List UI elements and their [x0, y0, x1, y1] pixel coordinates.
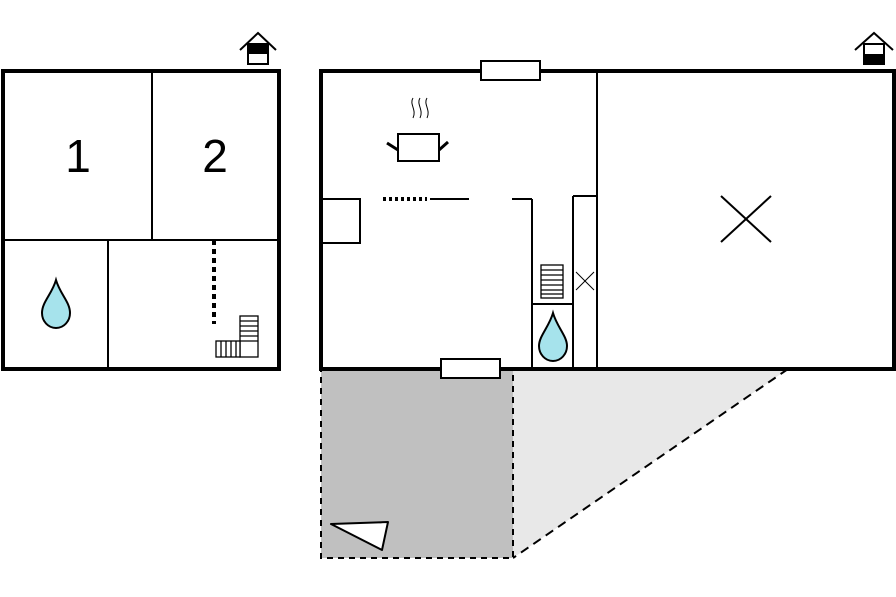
- window: [440, 358, 501, 379]
- upper-floor-plan: 1 2: [1, 31, 281, 371]
- direction-triangle-icon: [330, 521, 389, 551]
- garden-boundary: [512, 368, 789, 559]
- floor-level-upper-icon: [239, 31, 277, 65]
- cooking-pot-icon: [386, 97, 449, 162]
- ground-floor-outline: [319, 69, 896, 371]
- floor-level-ground-icon: [854, 31, 894, 65]
- staircase-icon: [215, 315, 259, 358]
- upper-floor-outline: [1, 69, 281, 371]
- water-drop-icon: [40, 276, 72, 330]
- x-mark-icon: [575, 271, 595, 291]
- water-drop-icon: [537, 309, 569, 363]
- room-number: 2: [202, 130, 228, 182]
- room-number: 1: [65, 130, 91, 182]
- staircase-icon: [540, 264, 564, 299]
- covered-terrace: [320, 368, 514, 559]
- ground-floor-plan: [319, 31, 896, 379]
- window: [480, 60, 541, 81]
- x-mark-icon: [720, 195, 772, 243]
